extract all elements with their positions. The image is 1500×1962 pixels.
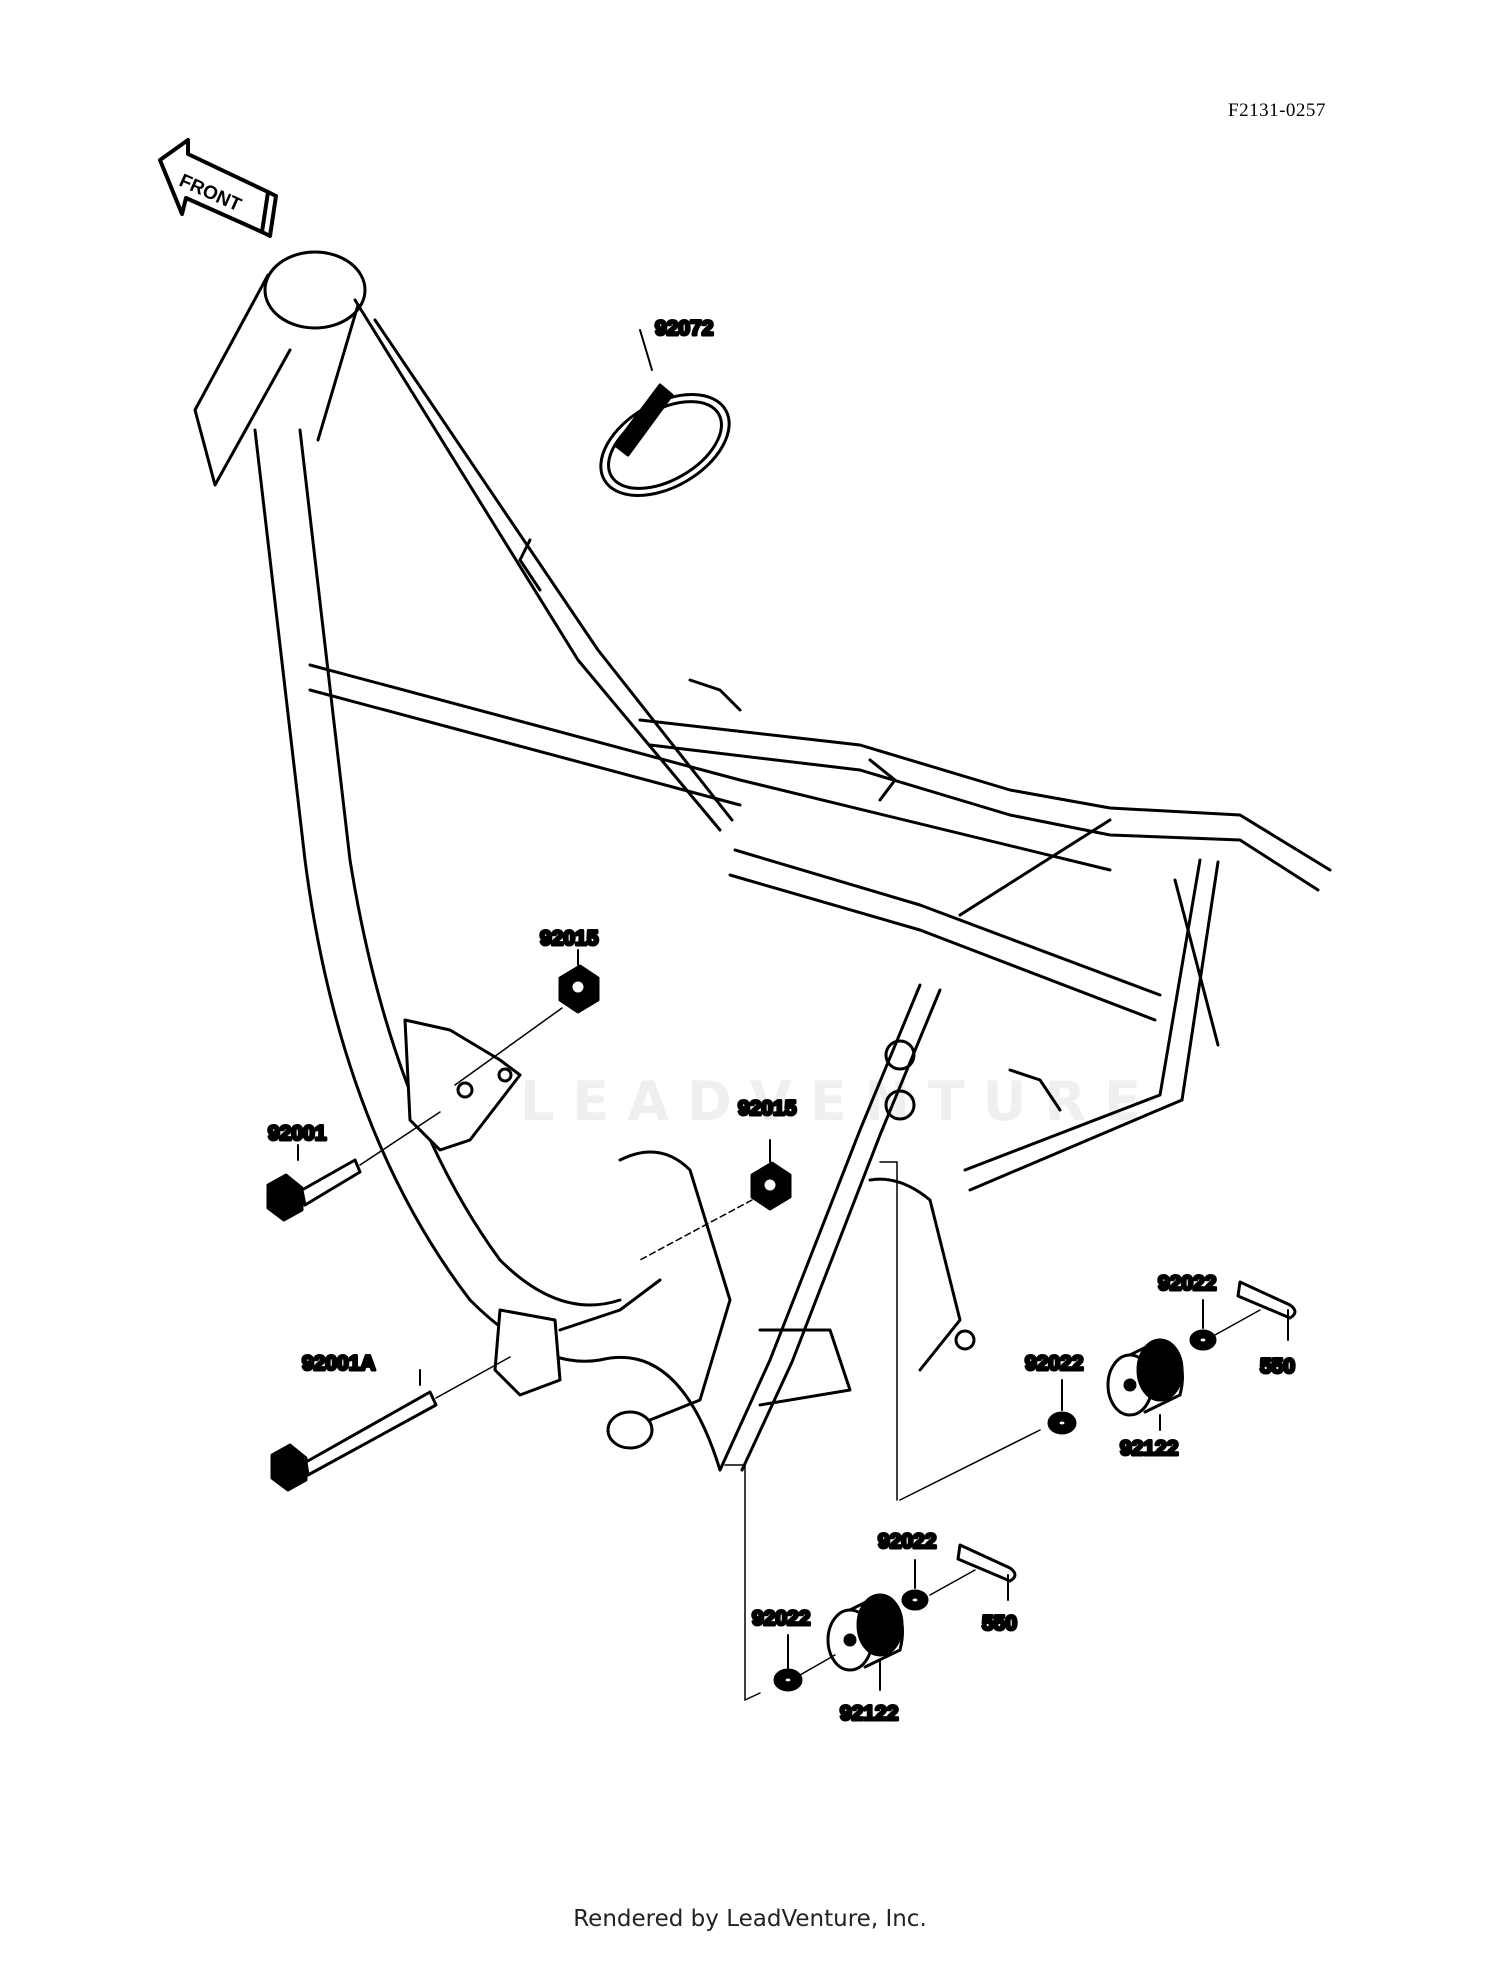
callout-92072: 92072 xyxy=(655,317,713,340)
nut-92015-lower[interactable] xyxy=(639,1139,792,1261)
callout-550-upper: 550 xyxy=(1260,1355,1295,1378)
callout-92001A: 92001A xyxy=(302,1352,376,1375)
rear-mount-group-upper[interactable] xyxy=(879,1161,1297,1501)
front-arrow-icon: FRONT xyxy=(158,138,278,238)
rear-mount-group-lower[interactable] xyxy=(724,1464,1017,1701)
bolt-92001[interactable] xyxy=(266,1111,441,1222)
callout-92022-lower-left: 92022 xyxy=(752,1607,810,1630)
bolt-92001A[interactable] xyxy=(270,1356,511,1492)
callout-92122-upper: 92122 xyxy=(1120,1437,1178,1460)
diagram-reference-code: F2131-0257 xyxy=(1228,100,1326,121)
callout-92122-lower: 92122 xyxy=(840,1702,898,1725)
callout-92022-upper-right: 92022 xyxy=(1158,1272,1216,1295)
callout-92022-lower-right: 92022 xyxy=(878,1530,936,1553)
callout-labels: 92072 92015 92001 92015 92001A 92022 550… xyxy=(267,316,1297,1727)
nut-92015-upper[interactable] xyxy=(454,949,600,1086)
callout-92001: 92001 xyxy=(268,1122,327,1145)
callout-92022-upper-left: 92022 xyxy=(1025,1352,1083,1375)
callout-92015-upper: 92015 xyxy=(540,927,599,950)
callout-92015-lower: 92015 xyxy=(738,1097,797,1120)
footer-credit: Rendered by LeadVenture, Inc. xyxy=(573,1906,927,1932)
cable-tie-92072[interactable] xyxy=(583,329,746,516)
motorcycle-frame xyxy=(193,250,1332,1472)
callout-550-lower: 550 xyxy=(982,1612,1017,1635)
